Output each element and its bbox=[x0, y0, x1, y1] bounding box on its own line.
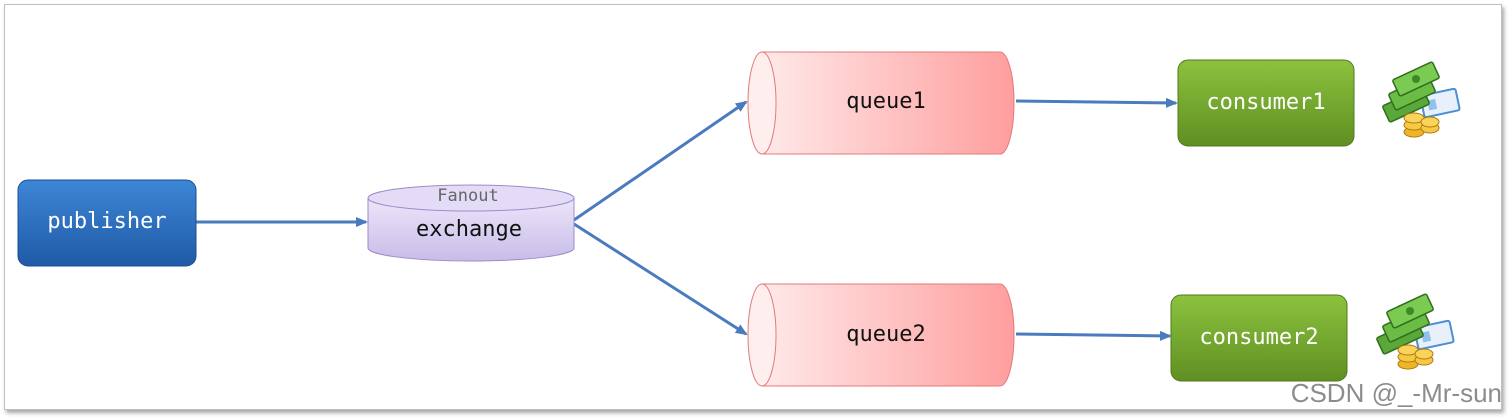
consumer2-label: consumer2 bbox=[1199, 325, 1318, 350]
consumer2-node: consumer2 bbox=[1170, 294, 1348, 382]
watermark-text: CSDN @_-Mr-sun bbox=[1290, 378, 1502, 408]
exchange-type-label: Fanout bbox=[437, 186, 498, 206]
money-icon bbox=[1376, 293, 1455, 370]
money-icon bbox=[1382, 61, 1461, 138]
queue2-node: queue2 bbox=[747, 283, 1015, 387]
consumer1-node: consumer1 bbox=[1177, 59, 1355, 147]
publisher-node: publisher bbox=[17, 179, 197, 267]
connectors bbox=[196, 97, 1178, 341]
queue2-label: queue2 bbox=[846, 322, 925, 347]
publisher-label: publisher bbox=[47, 209, 166, 234]
queue1-node: queue1 bbox=[747, 51, 1015, 155]
consumer1-label: consumer1 bbox=[1206, 90, 1325, 115]
arrow-queue1-consumer1 bbox=[1015, 97, 1178, 108]
arrow-exchange-queue1 bbox=[573, 100, 748, 222]
arrow-queue2-consumer2 bbox=[1015, 330, 1172, 341]
arrow-exchange-queue2 bbox=[573, 222, 748, 336]
exchange-node: Fanout exchange bbox=[367, 184, 575, 262]
queue1-label: queue1 bbox=[846, 89, 925, 114]
exchange-label: exchange bbox=[416, 217, 522, 242]
